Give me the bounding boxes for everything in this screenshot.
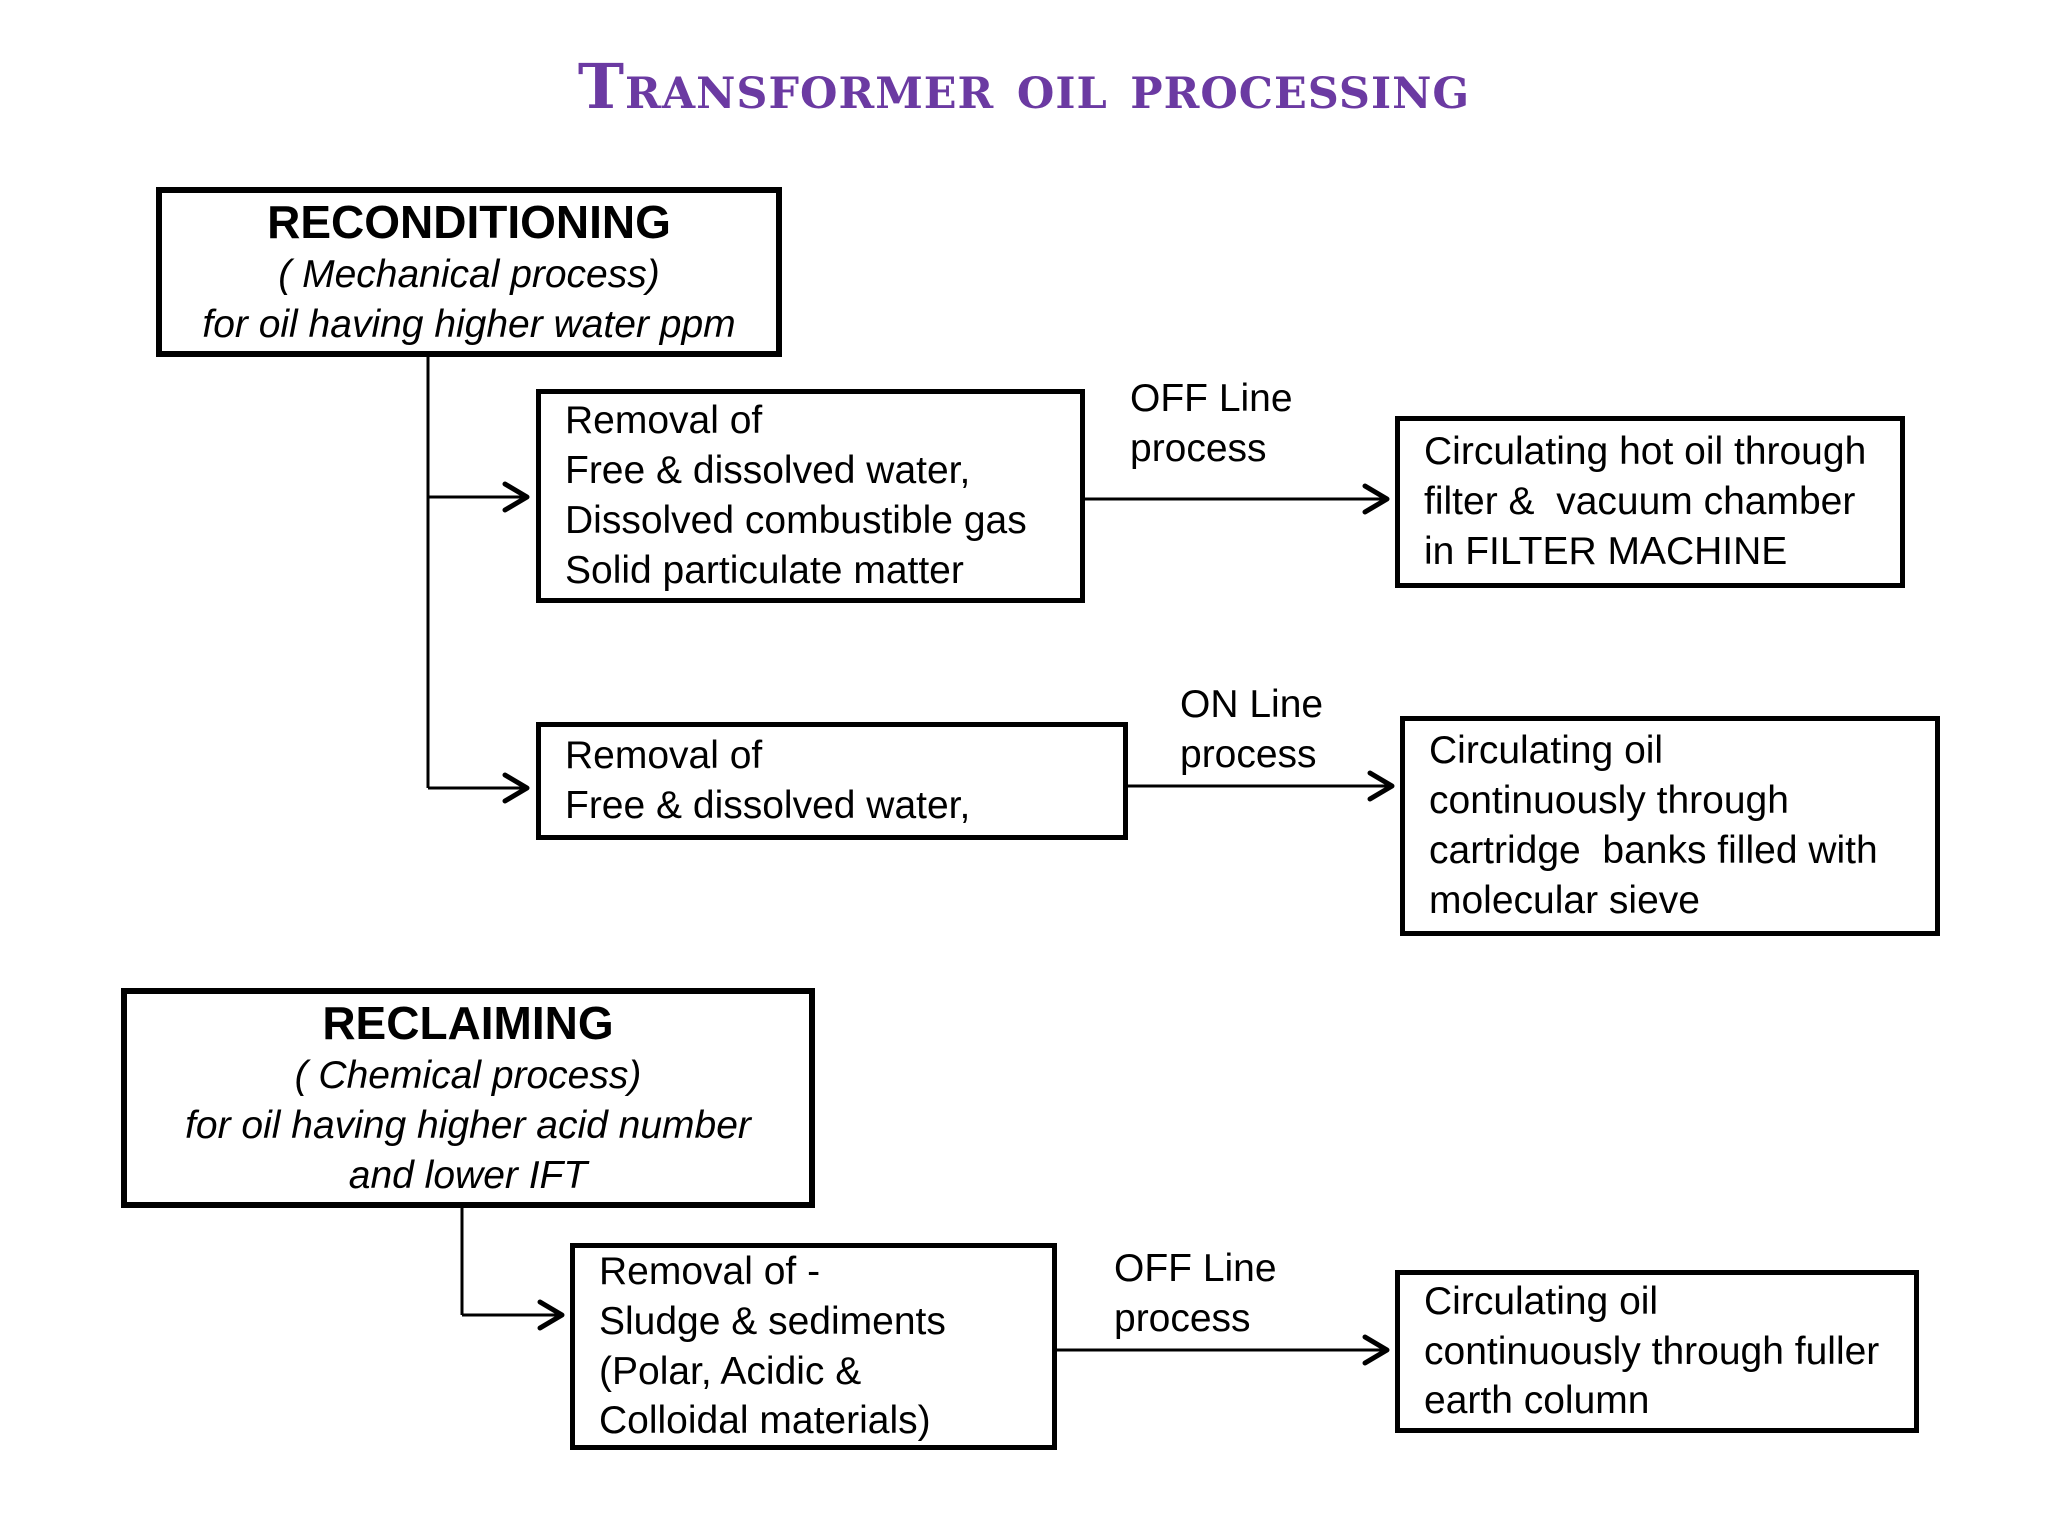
reclaiming-header-box: RECLAIMING ( Chemical process) for oil h…	[121, 988, 815, 1208]
process-box-sludge-removal: Removal of - Sludge & sediments (Polar, …	[570, 1243, 1057, 1450]
process-box-online-removal: Removal of Free & dissolved water,	[536, 722, 1128, 840]
process-box-offline-removal: Removal of Free & dissolved water, Disso…	[536, 389, 1085, 603]
page-title: Transformer oil processing	[577, 50, 1471, 123]
result-box-filter-machine: Circulating hot oil through filter & vac…	[1395, 416, 1905, 588]
reconditioning-header-box: RECONDITIONING ( Mechanical process) for…	[156, 187, 782, 357]
offline-process-label-2: OFF Line process	[1114, 1247, 1277, 1340]
online-removal-text: Removal of Free & dissolved water,	[565, 734, 971, 827]
reclaiming-subtitle: ( Chemical process) for oil having highe…	[185, 1053, 751, 1197]
fuller-earth-text: Circulating oil continuously through ful…	[1424, 1279, 1880, 1423]
reconditioning-subtitle: ( Mechanical process) for oil having hig…	[202, 252, 736, 346]
filter-machine-text: Circulating hot oil through filter & vac…	[1424, 430, 1867, 573]
online-process-label: ON Line process	[1180, 683, 1324, 776]
sludge-removal-text: Removal of - Sludge & sediments (Polar, …	[599, 1249, 946, 1443]
offline-removal-text: Removal of Free & dissolved water, Disso…	[565, 399, 1027, 592]
molecular-sieve-text: Circulating oil continuously through car…	[1429, 729, 1878, 922]
result-box-molecular-sieve: Circulating oil continuously through car…	[1400, 716, 1940, 936]
reclaiming-title: RECLAIMING	[322, 996, 614, 1049]
result-box-fuller-earth: Circulating oil continuously through ful…	[1395, 1270, 1919, 1433]
reconditioning-title: RECONDITIONING	[267, 195, 671, 248]
offline-process-label-1: OFF Line process	[1130, 377, 1293, 470]
